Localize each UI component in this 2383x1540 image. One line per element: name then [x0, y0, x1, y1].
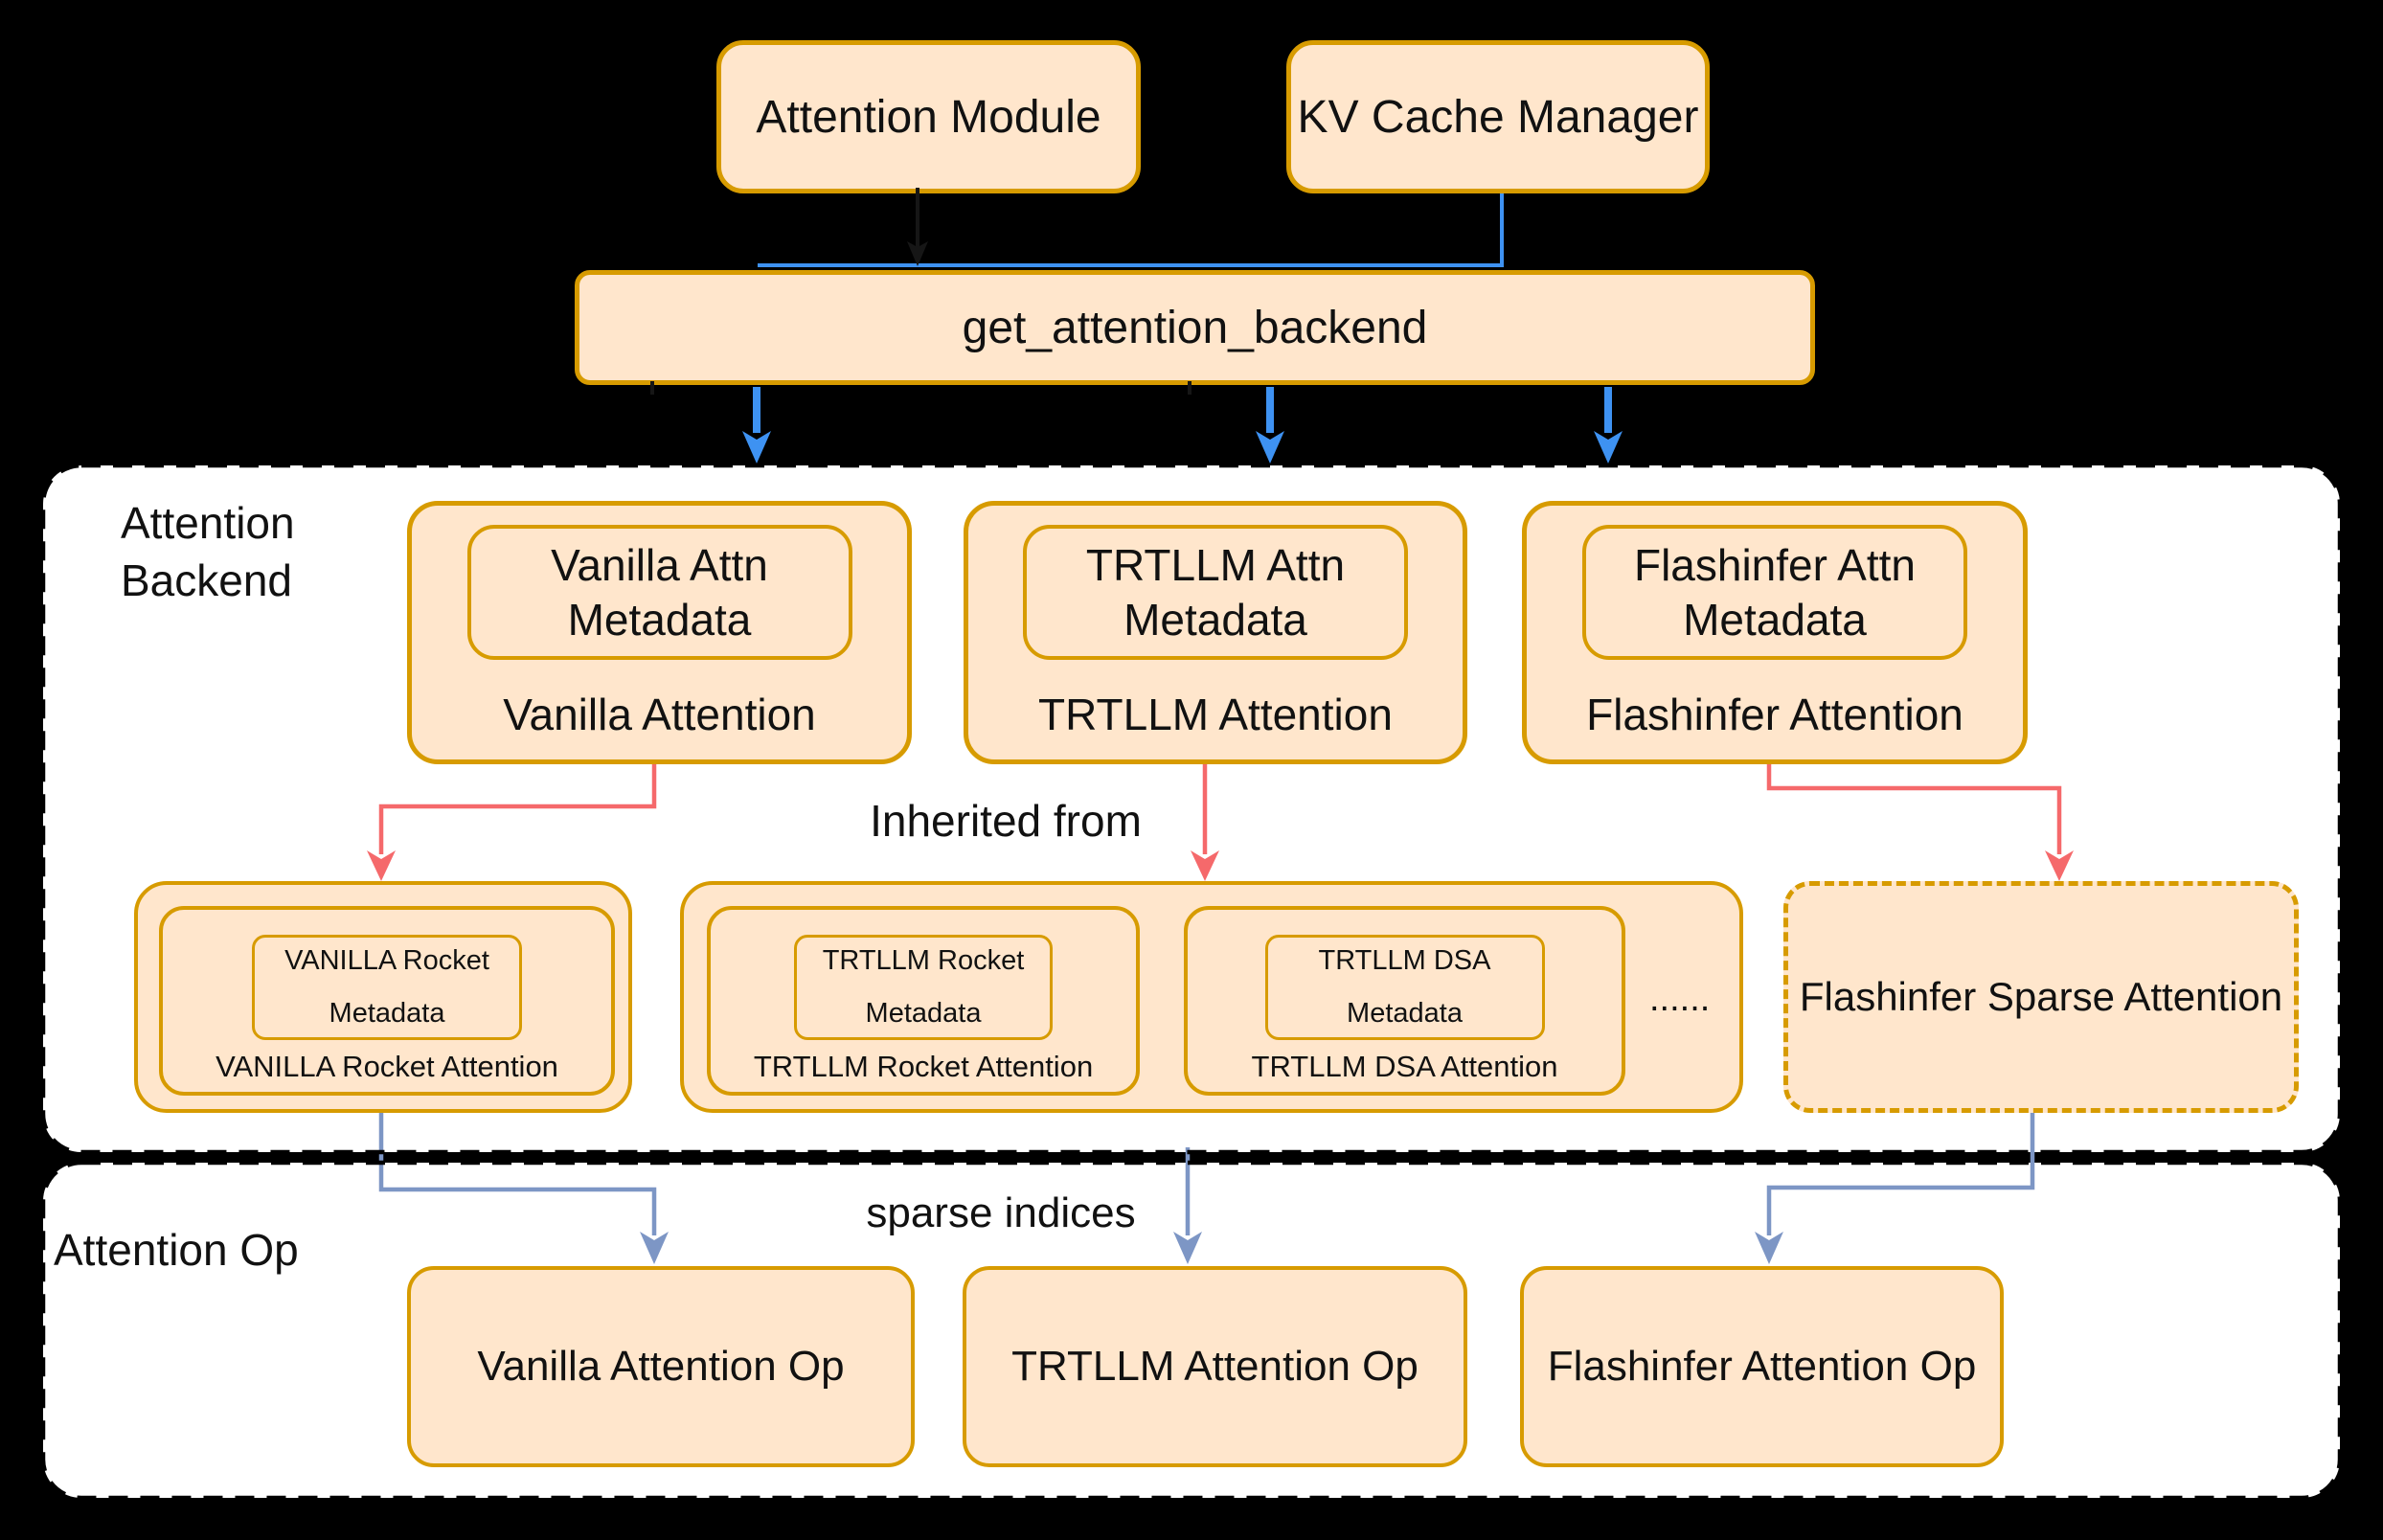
sparse-indices-label: sparse indices [866, 1189, 1136, 1236]
trtllm-attn-metadata-line2: Metadata [1123, 594, 1307, 645]
trtllm-dsa-metadata-node: TRTLLM DSA Metadata [1264, 935, 1545, 1040]
attention-module-node: Attention Module [716, 40, 1141, 193]
trtllm-dsa-attention-label: TRTLLM DSA Attention [1251, 1050, 1558, 1083]
trtllm-attention-op-node: TRTLLM Attention Op [963, 1266, 1467, 1467]
vanilla-attention-node: Vanilla Attn Metadata Vanilla Attention [407, 501, 912, 764]
vanilla-rocket-attention-node: VANILLA Rocket Metadata VANILLA Rocket A… [159, 906, 615, 1096]
get-backend-to-backends-arrows [742, 387, 1623, 464]
attention-backend-section-label-line2: Backend [121, 555, 293, 605]
flashinfer-attn-metadata-node: Flashinfer Attn Metadata [1582, 525, 1967, 660]
more-backends-ellipsis: ...... [1649, 979, 1711, 1019]
vanilla-rocket-group: VANILLA Rocket Metadata VANILLA Rocket A… [134, 881, 632, 1113]
flashinfer-inherit-arrow [1766, 764, 2062, 854]
vanilla-attention-op-node: Vanilla Attention Op [407, 1266, 915, 1467]
attention-module-label: Attention Module [756, 91, 1101, 143]
flashinfer-attn-metadata-line1: Flashinfer Attn [1633, 539, 1917, 590]
vanilla-rocket-metadata-line2: Metadata [329, 998, 445, 1029]
kv-cache-manager-node: KV Cache Manager [1286, 40, 1710, 193]
trtllm-rocket-metadata-node: TRTLLM Rocket Metadata [794, 935, 1053, 1040]
vanilla-attention-op-label: Vanilla Attention Op [477, 1343, 845, 1390]
trtllm-attn-metadata-node: TRTLLM Attn Metadata [1023, 525, 1408, 660]
vanilla-attn-metadata-line1: Vanilla Attn [551, 539, 768, 590]
trtllm-derived-group: TRTLLM Rocket Metadata TRTLLM Rocket Att… [680, 881, 1743, 1113]
flashinfer-attention-label: Flashinfer Attention [1586, 690, 1963, 739]
flashinfer-attention-op-label: Flashinfer Attention Op [1547, 1343, 1977, 1390]
trtllm-rocket-metadata-line2: Metadata [865, 998, 982, 1029]
trtllm-dsa-metadata-line2: Metadata [1347, 998, 1463, 1029]
backend-to-op-arrowheads [640, 1232, 1783, 1264]
attention-op-panel-border [40, 1160, 2343, 1501]
inherited-from-label: Inherited from [870, 796, 1142, 846]
flashinfer-sparse-attention-label: Flashinfer Sparse Attention [1799, 974, 2283, 1019]
attention-backend-panel-border [40, 463, 2343, 1155]
kv-cache-to-get-backend-connector [758, 193, 1504, 267]
vanilla-attn-metadata-line2: Metadata [567, 594, 752, 645]
attention-op-section-label: Attention Op [54, 1225, 299, 1275]
vanilla-rocket-attention-label: VANILLA Rocket Attention [216, 1050, 558, 1083]
trtllm-dsa-attention-node: TRTLLM DSA Metadata TRTLLM DSA Attention [1184, 906, 1625, 1096]
vanilla-attn-metadata-node: Vanilla Attn Metadata [466, 525, 852, 660]
trtllm-rocket-metadata-line1: TRTLLM Rocket [822, 945, 1025, 976]
attention-backend-section-label: Attention Backend [121, 494, 295, 609]
vanilla-rocket-metadata-line1: VANILLA Rocket [284, 945, 489, 976]
get-attention-backend-label: get_attention_backend [962, 302, 1428, 353]
inheritance-arrowheads [367, 850, 2074, 881]
flashinfer-attn-metadata-line2: Metadata [1683, 594, 1867, 645]
trtllm-attention-op-label: TRTLLM Attention Op [1011, 1343, 1418, 1390]
trtllm-rocket-attention-label: TRTLLM Rocket Attention [753, 1050, 1094, 1083]
vanilla-rocket-metadata-node: VANILLA Rocket Metadata [252, 935, 522, 1040]
trtllm-rocket-attention-node: TRTLLM Rocket Metadata TRTLLM Rocket Att… [707, 906, 1140, 1096]
flashinfer-attention-op-node: Flashinfer Attention Op [1520, 1266, 2004, 1467]
kv-cache-manager-label: KV Cache Manager [1297, 91, 1699, 143]
trtllm-attention-node: TRTLLM Attn Metadata TRTLLM Attention [964, 501, 1467, 764]
vanilla-inherit-arrow [378, 764, 657, 854]
get-attention-backend-node: get_attention_backend [575, 270, 1815, 385]
trtllm-dsa-metadata-line1: TRTLLM DSA [1318, 945, 1491, 976]
vanilla-attention-label: Vanilla Attention [503, 690, 816, 739]
flashinfer-attention-node: Flashinfer Attn Metadata Flashinfer Atte… [1522, 501, 2028, 764]
flashinfer-op-arrow [1766, 1113, 2035, 1235]
inheritance-arrows [378, 764, 2062, 854]
attention-module-connector-arrowhead [907, 241, 928, 266]
attention-backend-section-label-line1: Attention [121, 498, 295, 548]
trtllm-attention-label: TRTLLM Attention [1038, 690, 1393, 739]
trtllm-attn-metadata-line1: TRTLLM Attn [1085, 539, 1346, 590]
flashinfer-sparse-attention-node: Flashinfer Sparse Attention [1783, 881, 2299, 1113]
